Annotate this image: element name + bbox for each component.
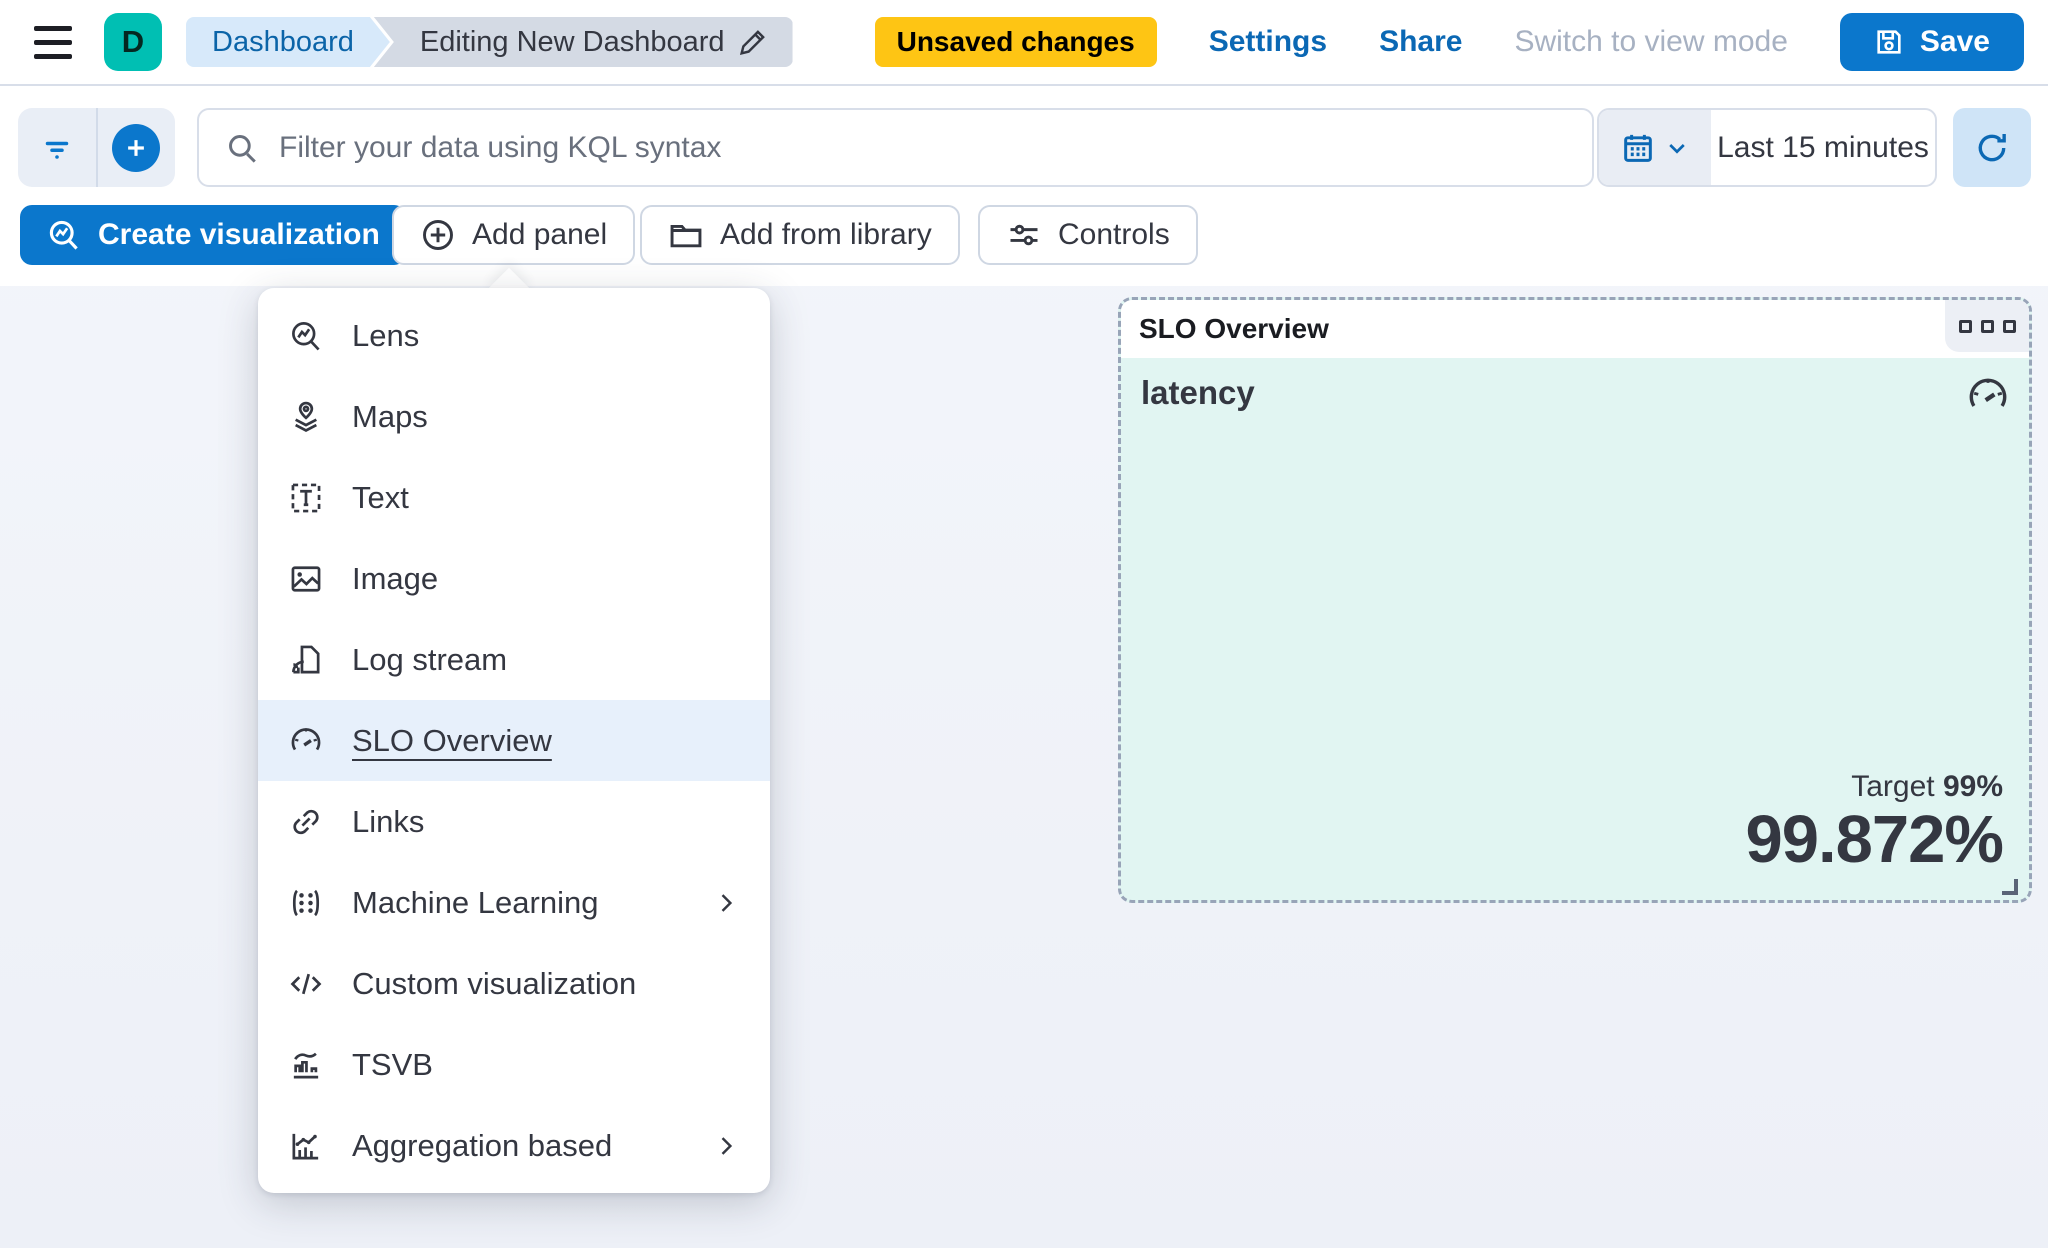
app-header: D Dashboard Editing New Dashboard Unsave…: [0, 0, 2048, 86]
link-icon: [288, 804, 324, 840]
menu-item-tsvb[interactable]: TSVB: [258, 1024, 770, 1105]
time-range-picker: Last 15 minutes: [1597, 108, 1937, 187]
aggregation-chart-icon: [288, 1128, 324, 1164]
menu-item-text[interactable]: Text: [258, 457, 770, 538]
menu-item-machine-learning[interactable]: Machine Learning: [258, 862, 770, 943]
menu-item-lens[interactable]: Lens: [258, 295, 770, 376]
log-stream-icon: [288, 642, 324, 678]
panel-body: latency Target 99% 99.872%: [1121, 358, 2029, 900]
menu-item-label: Maps: [352, 398, 428, 434]
menu-item-aggregation-based[interactable]: Aggregation based: [258, 1105, 770, 1186]
create-visualization-button[interactable]: Create visualization: [20, 205, 406, 265]
image-icon: [288, 561, 324, 597]
add-from-library-label: Add from library: [720, 218, 932, 251]
menu-item-links[interactable]: Links: [258, 781, 770, 862]
menu-item-label: TSVB: [352, 1046, 433, 1082]
chevron-right-icon: [712, 889, 740, 917]
boxes-horizontal-icon: [1958, 319, 1972, 333]
add-panel-label: Add panel: [472, 218, 608, 251]
menu-item-maps[interactable]: Maps: [258, 376, 770, 457]
text-icon: [288, 480, 324, 516]
time-range-value[interactable]: Last 15 minutes: [1717, 130, 1929, 164]
slo-value: 99.872%: [1745, 801, 2004, 877]
add-filter-button[interactable]: [98, 108, 176, 187]
breadcrumb-current-label: Editing New Dashboard: [419, 25, 725, 58]
refresh-icon: [1974, 130, 2010, 166]
menu-item-slo-overview[interactable]: SLO Overview: [258, 700, 770, 781]
slo-metric-name: latency: [1141, 374, 1255, 411]
create-visualization-label: Create visualization: [98, 218, 380, 251]
save-icon: [1874, 27, 1904, 57]
filter-icon: [39, 130, 75, 166]
menu-item-custom-visualization[interactable]: Custom visualization: [258, 943, 770, 1024]
slo-overview-panel[interactable]: SLO Overview latency Target 99% 99.872%: [1118, 297, 2032, 903]
gauge-icon: [1965, 372, 2011, 418]
search-icon: [225, 131, 259, 165]
slo-target: Target 99%: [1746, 769, 2003, 804]
add-from-library-button[interactable]: Add from library: [640, 205, 960, 265]
menu-item-label: Lens: [352, 317, 420, 353]
menu-item-label: Text: [352, 479, 409, 515]
save-button-label: Save: [1919, 25, 1990, 58]
menu-item-image[interactable]: Image: [258, 538, 770, 619]
save-button[interactable]: Save: [1839, 13, 2024, 71]
calendar-icon: [1621, 131, 1655, 165]
breadcrumb: Dashboard Editing New Dashboard: [186, 17, 793, 67]
panel-resize-handle[interactable]: [2002, 879, 2018, 895]
folder-icon: [668, 217, 704, 253]
slo-target-label: Target: [1851, 769, 1935, 803]
hamburger-menu-icon[interactable]: [24, 13, 82, 71]
switch-to-view-mode-link[interactable]: Switch to view mode: [1514, 25, 1788, 58]
panel-options-button[interactable]: [1945, 300, 2029, 352]
menu-item-label: Links: [352, 803, 425, 839]
menu-item-label: Image: [352, 560, 439, 596]
add-panel-button[interactable]: Add panel: [392, 205, 636, 265]
breadcrumb-current[interactable]: Editing New Dashboard: [373, 17, 793, 67]
menu-item-log-stream[interactable]: Log stream: [258, 619, 770, 700]
lens-icon: [288, 318, 324, 354]
filter-button-group: [18, 108, 175, 187]
chevron-right-icon: [712, 1132, 740, 1160]
controls-label: Controls: [1058, 218, 1170, 251]
machine-learning-icon: [288, 885, 324, 921]
filter-button[interactable]: [18, 108, 96, 187]
slo-target-value: 99%: [1942, 769, 2003, 803]
plus-in-circle-icon: [420, 217, 456, 253]
space-avatar[interactable]: D: [104, 13, 162, 71]
panel-header: SLO Overview: [1121, 300, 2029, 358]
menu-item-label: SLO Overview: [352, 722, 552, 758]
breadcrumb-dashboard[interactable]: Dashboard: [186, 17, 390, 67]
plus-icon: [112, 123, 161, 172]
kql-search-bar: [197, 108, 1594, 187]
menu-item-label: Log stream: [352, 641, 508, 677]
unsaved-changes-badge: Unsaved changes: [874, 17, 1157, 67]
divider: [95, 108, 98, 187]
menu-item-label: Machine Learning: [352, 884, 599, 920]
maps-icon: [288, 399, 324, 435]
sliders-icon: [1006, 217, 1042, 253]
kql-search-input[interactable]: [279, 130, 1566, 165]
settings-link[interactable]: Settings: [1208, 25, 1328, 58]
date-quick-select-button[interactable]: [1599, 110, 1711, 185]
code-icon: [288, 966, 324, 1002]
tsvb-chart-icon: [288, 1047, 324, 1083]
menu-item-label: Custom visualization: [352, 965, 637, 1001]
controls-button[interactable]: Controls: [978, 205, 1198, 265]
gauge-icon: [288, 723, 324, 759]
share-link[interactable]: Share: [1379, 25, 1463, 58]
refresh-button[interactable]: [1953, 108, 2031, 187]
pencil-icon: [739, 28, 767, 56]
lens-app-icon: [46, 217, 82, 253]
menu-item-label: Aggregation based: [352, 1127, 613, 1163]
panel-title: SLO Overview: [1139, 313, 1329, 344]
chevron-down-icon: [1665, 136, 1689, 160]
add-panel-menu: Lens Maps Text Image: [258, 288, 770, 1193]
